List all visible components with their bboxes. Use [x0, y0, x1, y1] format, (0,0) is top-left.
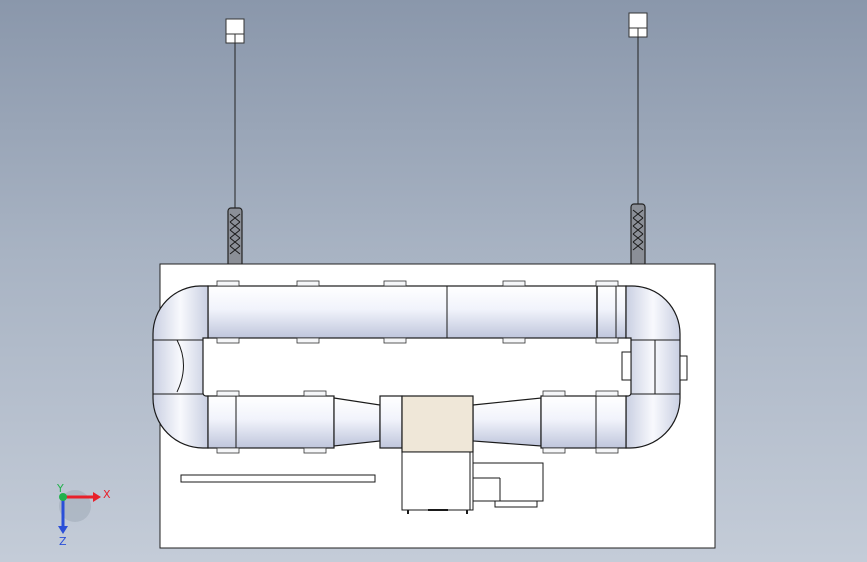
clamp: [383, 337, 407, 344]
duct-right-elbows[interactable]: [621, 285, 688, 449]
fan-box[interactable]: [401, 395, 474, 514]
clamp: [595, 447, 619, 454]
duct-bottom-run[interactable]: [207, 395, 627, 449]
clamp: [296, 337, 320, 344]
duct-left-elbows[interactable]: [152, 285, 209, 449]
clamp: [542, 390, 566, 397]
clamp: [296, 280, 320, 287]
guide-rail[interactable]: [180, 474, 376, 483]
clamp: [303, 447, 327, 454]
clamp: [383, 280, 407, 287]
x-axis-label: X: [103, 488, 111, 501]
clamp: [542, 447, 566, 454]
hanger-right: [628, 12, 648, 204]
z-axis-label: Z: [59, 535, 67, 548]
clamp: [216, 280, 240, 287]
clamp: [502, 280, 526, 287]
clamp: [595, 337, 619, 344]
y-axis-label: Y: [56, 482, 64, 495]
motor-housing[interactable]: [472, 462, 544, 508]
clamps-top-run: [216, 280, 619, 344]
hanger-left: [225, 18, 245, 208]
duct-top-run[interactable]: [207, 285, 627, 339]
clamp: [502, 337, 526, 344]
clamp: [595, 390, 619, 397]
clamps-bottom-run: [216, 390, 619, 454]
clamp: [303, 390, 327, 397]
clamp: [216, 390, 240, 397]
coordinate-triad: X Y Z: [56, 482, 111, 548]
clamp: [216, 447, 240, 454]
clamp: [595, 280, 619, 287]
clamp: [216, 337, 240, 344]
y-axis-dot: [59, 493, 67, 501]
